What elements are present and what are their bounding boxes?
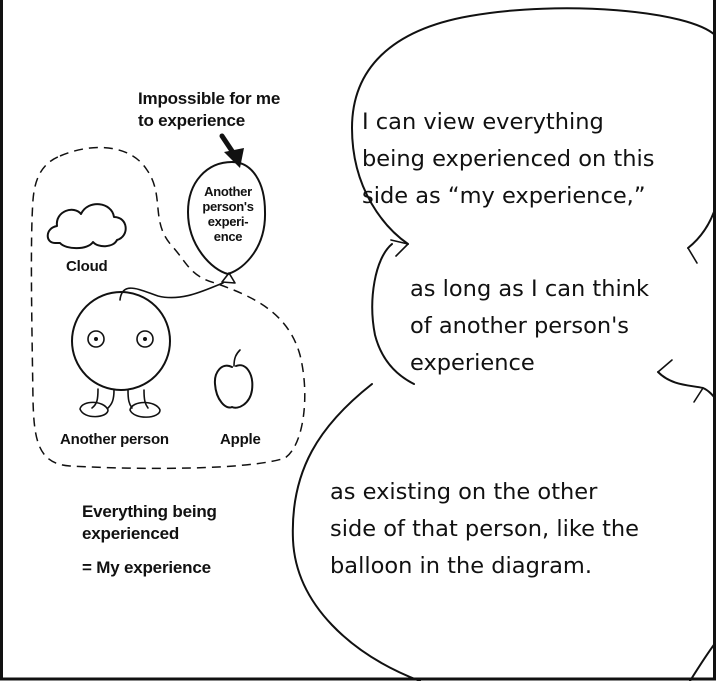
- another-person-label: Another person: [60, 431, 169, 448]
- balloon-label-line-2: person's: [202, 199, 253, 214]
- balloon-label-line-1: Another: [204, 184, 252, 199]
- speech-bubble: [291, 7, 716, 681]
- speech-bottom-line-2: side of that person, like the: [330, 516, 639, 542]
- everything-label-line-2: experienced: [82, 524, 179, 543]
- impossible-label-line-1: Impossible for me: [138, 89, 280, 108]
- cloud-icon: [46, 203, 127, 250]
- balloon-label-line-3: experi-: [208, 214, 249, 229]
- everything-label-line-1: Everything being: [82, 502, 217, 521]
- speech-top-line-1: I can view everything: [362, 109, 604, 135]
- speech-middle-line-3: experience: [410, 350, 535, 376]
- person-icon: [71, 291, 171, 418]
- speech-top-line-3: side as “my experience,”: [362, 183, 645, 209]
- apple-icon: [213, 349, 254, 409]
- speech-middle-line-2: of another person's: [410, 313, 629, 339]
- balloon-string: [119, 282, 224, 301]
- balloon-icon: [187, 161, 267, 284]
- my-experience-label: = My experience: [82, 558, 211, 577]
- cloud-label: Cloud: [66, 258, 108, 275]
- speech-bottom-line-1: as existing on the other: [330, 479, 598, 505]
- speech-middle-line-1: as long as I can think: [410, 276, 649, 302]
- balloon-label-line-4: ence: [214, 229, 243, 244]
- impossible-label-line-2: to experience: [138, 111, 245, 130]
- apple-label: Apple: [220, 431, 261, 448]
- experience-boundary: [30, 146, 306, 470]
- speech-top-line-2: being experienced on this: [362, 146, 654, 172]
- speech-bottom-line-3: balloon in the diagram.: [330, 553, 592, 579]
